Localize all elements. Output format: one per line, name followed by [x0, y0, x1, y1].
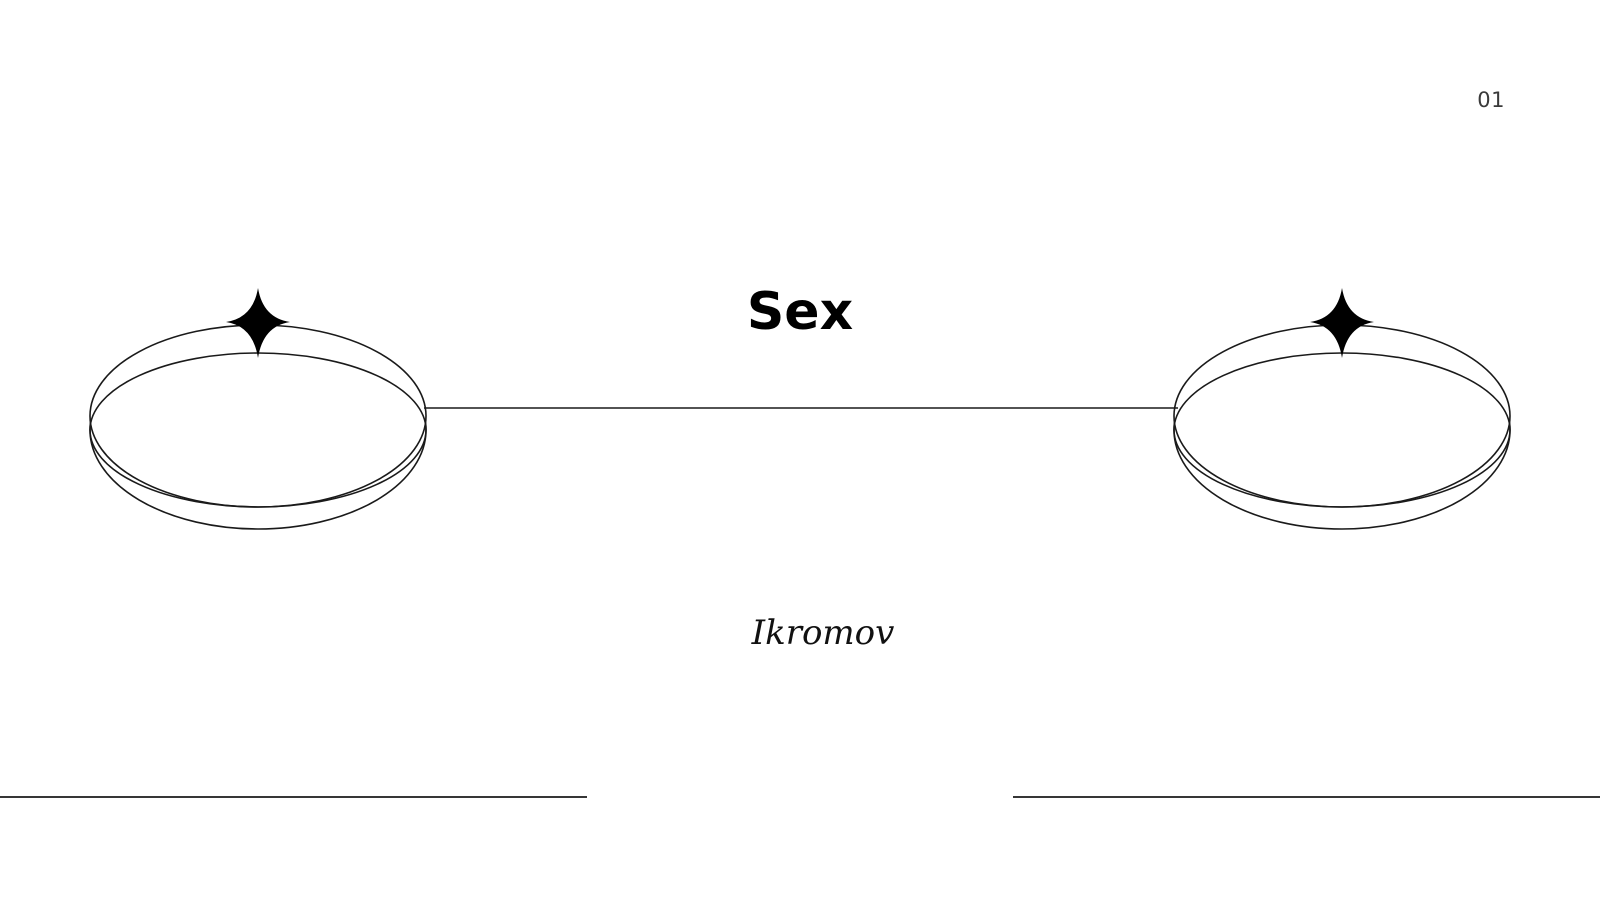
slide-subtitle: Ikromov: [751, 613, 895, 653]
right-star-icon: [1310, 288, 1374, 358]
left-ring-ornament-icon: [89, 288, 427, 530]
left-star-icon: [226, 288, 290, 358]
slide-title: Sex: [746, 282, 854, 342]
page-number: 01: [1477, 88, 1505, 112]
right-ring-ornament-icon: [1173, 288, 1511, 530]
